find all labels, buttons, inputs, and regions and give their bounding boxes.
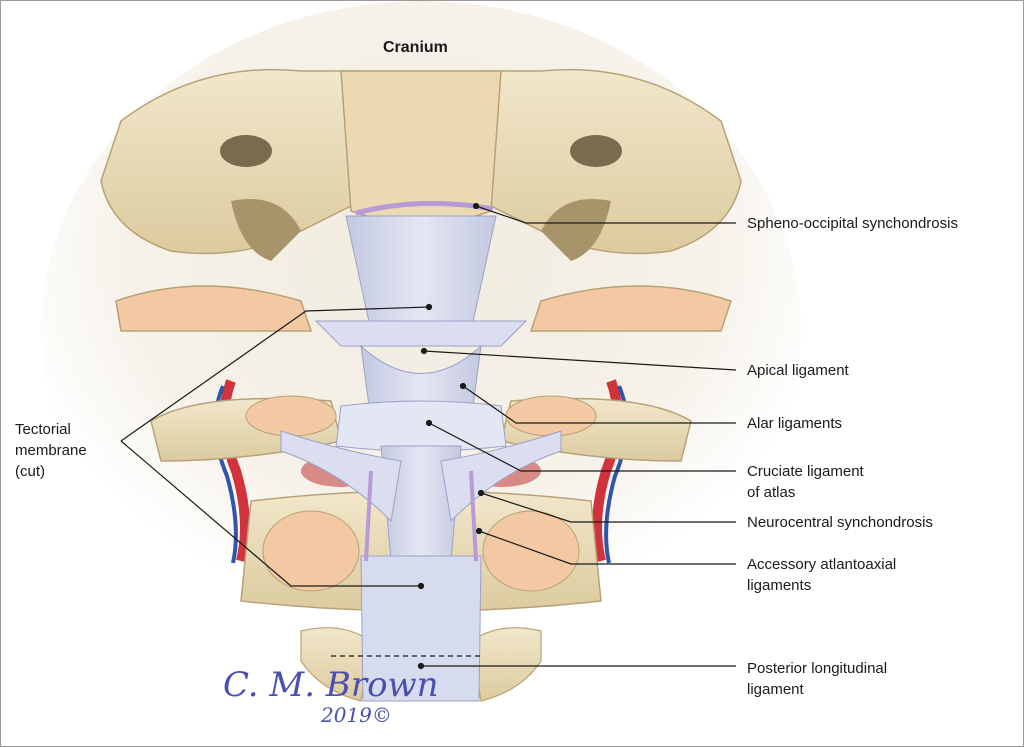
cranium-label: Cranium [383, 39, 448, 56]
leader-lines [120, 202, 737, 670]
artist-signature: C. M. Brown [223, 665, 439, 705]
apical-ligament-label: Apical ligament [747, 362, 849, 379]
accessory-atlantoaxial-ligaments-label: Accessory atlantoaxial ligaments [747, 556, 897, 594]
neurocentral-strips [364, 470, 478, 562]
occipital-condyles [115, 285, 732, 332]
ligament-complex [280, 215, 562, 702]
cranium-base [100, 68, 742, 261]
tectorial-membrane-label: Tectorial membrane (cut) [15, 421, 87, 480]
posterior-longitudinal-ligament-label: Posterior longitudinal ligament [747, 660, 888, 698]
spheno-occipital-synchondrosis-label: Spheno-occipital synchondrosis [747, 215, 958, 232]
signature-year: 2019© [321, 703, 392, 727]
neurocentral-synchondrosis-label: Neurocentral synchondrosis [747, 514, 933, 531]
alar-ligaments-label: Alar ligaments [747, 415, 843, 432]
cruciate-ligament-label: Cruciate ligament of atlas [747, 463, 864, 501]
